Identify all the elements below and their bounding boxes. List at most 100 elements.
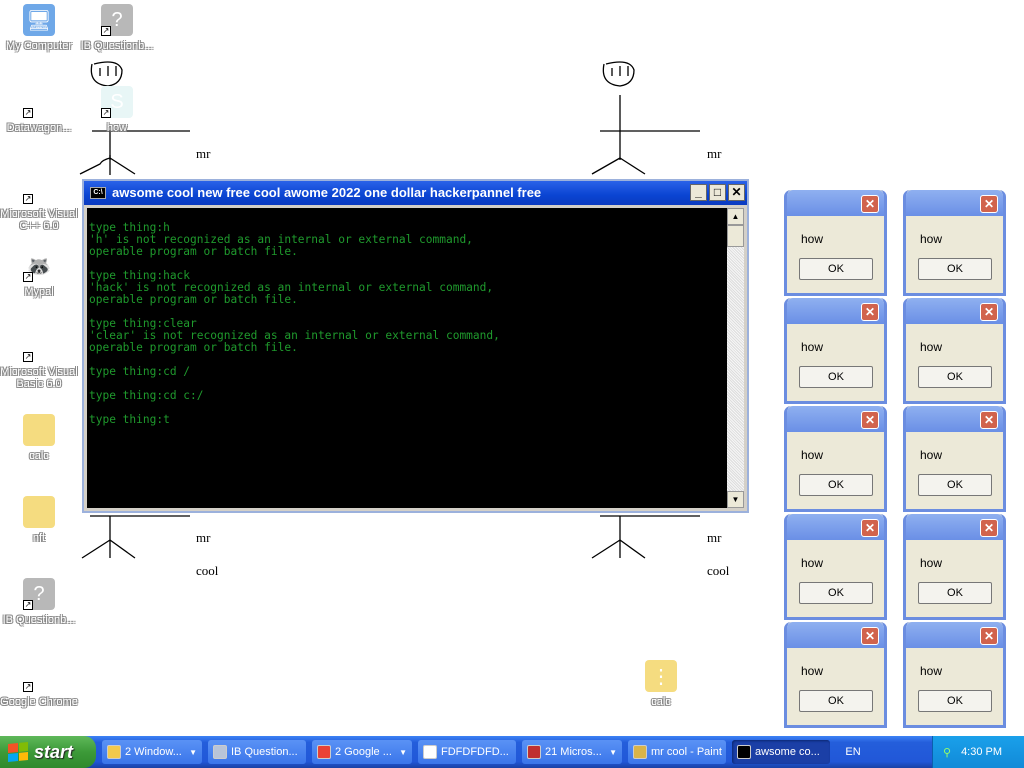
taskbar-item[interactable]: 21 Micros...▼: [522, 740, 622, 764]
desktop-icon[interactable]: 🖥My Computer: [0, 4, 78, 52]
shortcut-arrow-icon: ↗: [23, 352, 33, 362]
close-button[interactable]: ✕: [728, 184, 745, 201]
taskbar-item[interactable]: mr cool - Paint: [628, 740, 726, 764]
taskbar-item[interactable]: awsome co...: [732, 740, 830, 764]
desktop-icon[interactable]: ⋮calc: [622, 660, 700, 708]
console-line: [89, 402, 727, 414]
close-icon[interactable]: ✕: [980, 411, 998, 429]
message-box-title-bar[interactable]: ✕: [906, 190, 1003, 216]
system-tray: ⚲ 4:30 PM: [932, 736, 1024, 768]
close-icon[interactable]: ✕: [980, 627, 998, 645]
close-icon[interactable]: ✕: [861, 627, 879, 645]
message-box-title-bar[interactable]: ✕: [906, 406, 1003, 432]
scroll-thumb[interactable]: [727, 225, 744, 247]
visual-basic-icon: ⧉↗: [23, 330, 55, 362]
clock[interactable]: 4:30 PM: [961, 746, 1003, 758]
ok-button[interactable]: OK: [799, 258, 873, 280]
desktop-icon-label: Datawagon...: [6, 122, 72, 134]
message-box-title-bar[interactable]: ✕: [906, 622, 1003, 648]
console-line: 'hack' is not recognized as an internal …: [89, 281, 494, 294]
ok-button[interactable]: OK: [799, 690, 873, 712]
desktop-icon[interactable]: nft: [0, 496, 78, 544]
ok-button[interactable]: OK: [799, 366, 873, 388]
desktop-icon[interactable]: ◉↗Google Chrome: [0, 660, 78, 708]
close-icon[interactable]: ✕: [861, 519, 879, 537]
drawn-text-mr: mr: [707, 530, 722, 545]
desktop-icon[interactable]: ⧉↗Microsoft Visual Basic 6.0: [0, 330, 78, 390]
taskbar-item[interactable]: IB Question...: [208, 740, 306, 764]
close-icon[interactable]: ✕: [980, 303, 998, 321]
ok-button[interactable]: OK: [918, 582, 992, 604]
message-box-title-bar[interactable]: ✕: [787, 406, 884, 432]
close-icon[interactable]: ✕: [861, 411, 879, 429]
message-box-title-bar[interactable]: ✕: [787, 514, 884, 540]
ok-button[interactable]: OK: [918, 258, 992, 280]
console-window[interactable]: C:\ awsome cool new free cool awome 2022…: [82, 179, 749, 513]
desktop-icon[interactable]: ✺↗Datawagon...: [0, 86, 78, 134]
taskbar-item-label: 21 Micros...: [545, 746, 602, 758]
close-icon[interactable]: ✕: [980, 519, 998, 537]
close-icon[interactable]: ✕: [980, 195, 998, 213]
console-title-bar[interactable]: C:\ awsome cool new free cool awome 2022…: [84, 181, 747, 205]
desktop-icon[interactable]: ?↗ IB Questionb...: [0, 578, 78, 626]
message-box-title-bar[interactable]: ✕: [787, 298, 884, 324]
message-text: how: [801, 340, 824, 354]
desktop-icon-label: IB Questionb...: [2, 614, 76, 626]
desktop-icon-label: how: [106, 122, 128, 134]
scroll-up-arrow-icon[interactable]: ▲: [727, 208, 744, 225]
ok-button[interactable]: OK: [799, 582, 873, 604]
start-button[interactable]: start: [0, 736, 96, 768]
taskbar-item-label: 2 Window...: [125, 746, 182, 758]
scroll-down-arrow-icon[interactable]: ▼: [727, 491, 744, 508]
taskbar-app-icon: [107, 745, 121, 759]
ok-button[interactable]: OK: [918, 366, 992, 388]
desktop-icon[interactable]: ⧉↗Microsoft Visual C++ 6.0: [0, 172, 78, 232]
message-box-title-bar[interactable]: ✕: [787, 190, 884, 216]
message-text: how: [920, 232, 943, 246]
desktop: mr mr mr mr cool cool 🖥My Computer?↗IB Q…: [0, 4, 1006, 728]
taskbar-app-icon: [633, 745, 647, 759]
desktop-icon-label: nft: [32, 532, 46, 544]
taskbar-app-icon: [317, 745, 331, 759]
maximize-button[interactable]: □: [709, 184, 726, 201]
desktop-icon[interactable]: ?↗IB Questionb...: [78, 4, 156, 52]
ok-button[interactable]: OK: [918, 474, 992, 496]
desktop-icon[interactable]: calc: [0, 414, 78, 462]
language-indicator[interactable]: EN: [845, 746, 861, 758]
minimize-button[interactable]: _: [690, 184, 707, 201]
console-line: operable program or batch file.: [89, 341, 298, 354]
zip-folder-icon: ⋮: [645, 660, 677, 692]
message-box-title-bar[interactable]: ✕: [906, 298, 1003, 324]
message-box-title-bar[interactable]: ✕: [906, 514, 1003, 540]
unknown-file-icon: ?↗: [23, 578, 55, 610]
taskbar-item[interactable]: FDFDFDFD...: [418, 740, 516, 764]
ok-button[interactable]: OK: [799, 474, 873, 496]
console-scrollbar[interactable]: ▲ ▼: [727, 208, 744, 508]
message-text: how: [920, 556, 943, 570]
shortcut-arrow-icon: ↗: [101, 26, 111, 36]
taskbar-item-label: mr cool - Paint: [651, 746, 722, 758]
close-icon[interactable]: ✕: [861, 195, 879, 213]
tray-network-icon[interactable]: ⚲: [943, 746, 952, 759]
visual-cpp-icon: ⧉↗: [23, 172, 55, 204]
desktop-icon[interactable]: S↗how: [78, 86, 156, 134]
taskbar-item[interactable]: 2 Google ...▼: [312, 740, 412, 764]
console-output[interactable]: type thing:h'h' is not recognized as an …: [87, 208, 727, 508]
close-icon[interactable]: ✕: [861, 303, 879, 321]
taskbar-item[interactable]: 2 Window...▼: [102, 740, 202, 764]
message-box-title-bar[interactable]: ✕: [787, 622, 884, 648]
message-text: how: [920, 664, 943, 678]
desktop-icon[interactable]: 🦝↗Mypal: [0, 250, 78, 298]
taskbar-item-label: 2 Google ...: [335, 746, 392, 758]
ok-button[interactable]: OK: [918, 690, 992, 712]
